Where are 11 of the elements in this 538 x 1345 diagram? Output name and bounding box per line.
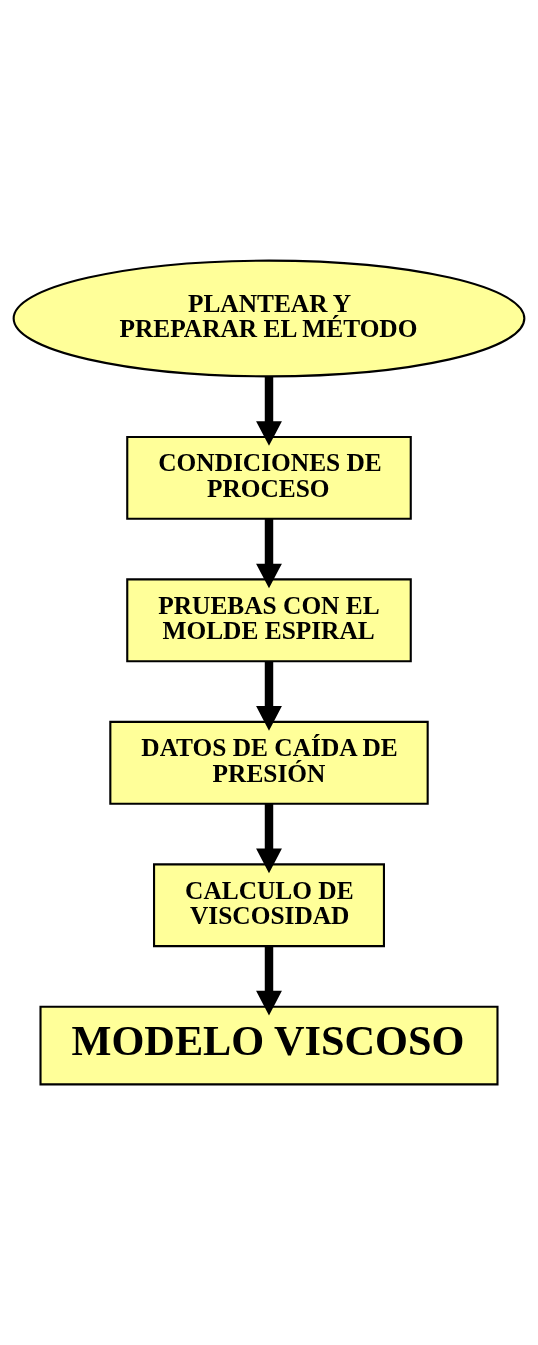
node-box: DATOS DE CAÍDA DE PRESIÓN	[109, 720, 429, 805]
arrow	[256, 376, 282, 446]
arrow	[256, 803, 282, 874]
node-box: CONDICIONES DE PROCESO	[126, 435, 412, 520]
arrow	[256, 661, 282, 731]
node-ellipse: PLANTEAR Y PREPARAR EL MÉTODO	[12, 259, 526, 378]
arrow	[256, 518, 282, 589]
node-box: PRUEBAS CON EL MOLDE ESPIRAL	[126, 578, 412, 663]
node-box: MODELO VISCOSO	[39, 1005, 499, 1086]
node-box: CALCULO DE VISCOSIDAD	[153, 863, 385, 948]
arrow	[256, 946, 282, 1016]
